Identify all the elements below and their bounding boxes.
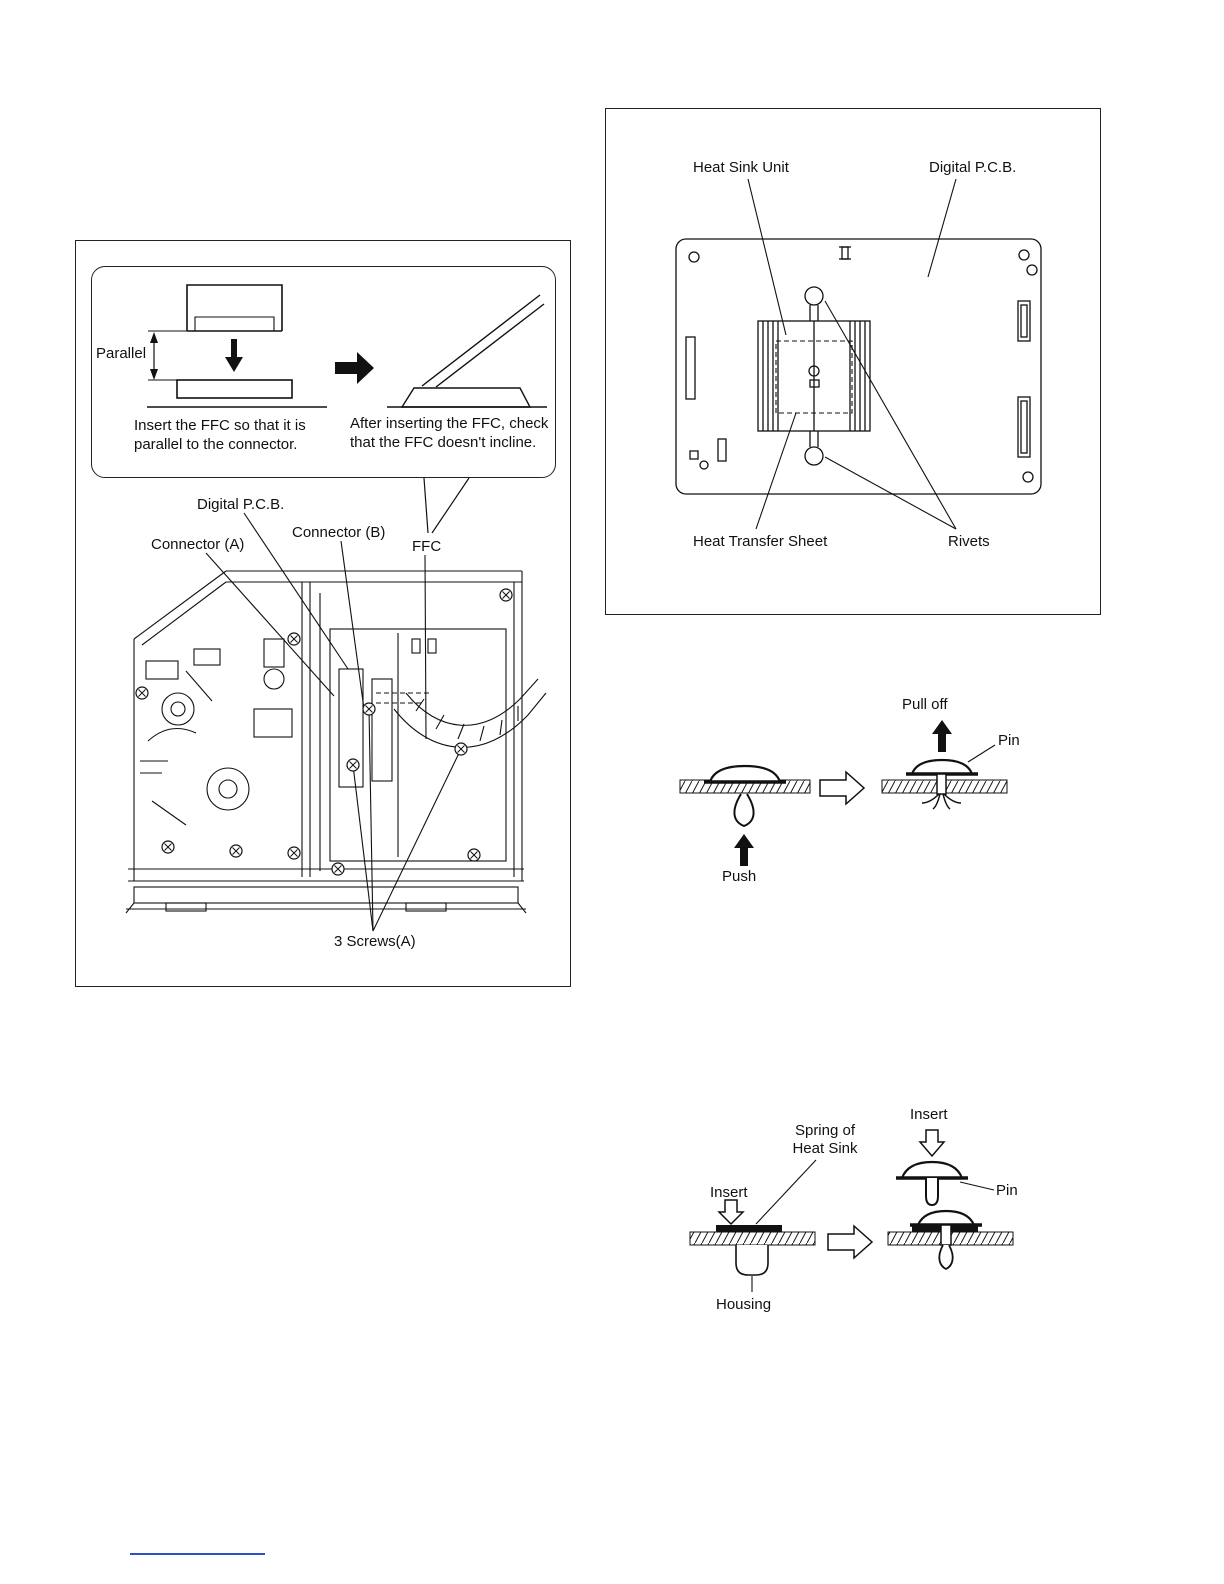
screws-label: 3 Screws(A) — [334, 933, 416, 950]
insert-top-label: Insert — [910, 1106, 948, 1123]
pin-label: Pin — [998, 732, 1020, 749]
ffc-insertion-inset: Parallel Insert the FFC so that it is pa… — [91, 266, 556, 478]
rivet-removal-figure: Pull off Pin Push — [650, 690, 1050, 900]
mechanism-drawing — [125, 477, 547, 932]
ffc-alignment-diagram — [147, 284, 547, 408]
ffc-figure: Parallel Insert the FFC so that it is pa… — [75, 240, 571, 987]
ffc-label: FFC — [412, 538, 442, 555]
insert-left-label: Insert — [710, 1184, 748, 1201]
pin-insertion-diagram — [689, 1129, 1014, 1292]
heat-sink-figure: Heat Sink Unit Digital P.C.B. Heat Trans… — [605, 108, 1101, 615]
heat-sink-pcb-drawing — [675, 178, 1042, 530]
connector-a-label: Connector (A) — [151, 536, 245, 553]
push-label: Push — [722, 868, 757, 885]
rivets-label: Rivets — [948, 533, 990, 550]
footer-link-underline[interactable] — [130, 1553, 265, 1555]
digital-pcb-label: Digital P.C.B. — [197, 496, 285, 513]
ffc-incline-caption: After inserting the FFC, check that the … — [350, 415, 549, 451]
pin-insertion-figure: Insert Spring of Heat Sink Insert Pin Ho… — [660, 1100, 1060, 1320]
pull-off-label: Pull off — [902, 696, 948, 713]
digital-pcb-label-2: Digital P.C.B. — [929, 159, 1017, 176]
heat-transfer-sheet-label: Heat Transfer Sheet — [693, 533, 828, 550]
parallel-label: Parallel — [96, 345, 147, 362]
connector-b-label: Connector (B) — [292, 524, 386, 541]
ffc-insert-caption: Insert the FFC so that it is parallel to… — [134, 417, 306, 453]
spring-of-heat-sink-label: Spring of Heat Sink — [792, 1122, 858, 1157]
housing-label: Housing — [716, 1296, 772, 1313]
rivet-removal-diagram — [679, 720, 1008, 866]
heat-sink-unit-label: Heat Sink Unit — [693, 159, 789, 176]
pin-label-2: Pin — [996, 1182, 1018, 1199]
